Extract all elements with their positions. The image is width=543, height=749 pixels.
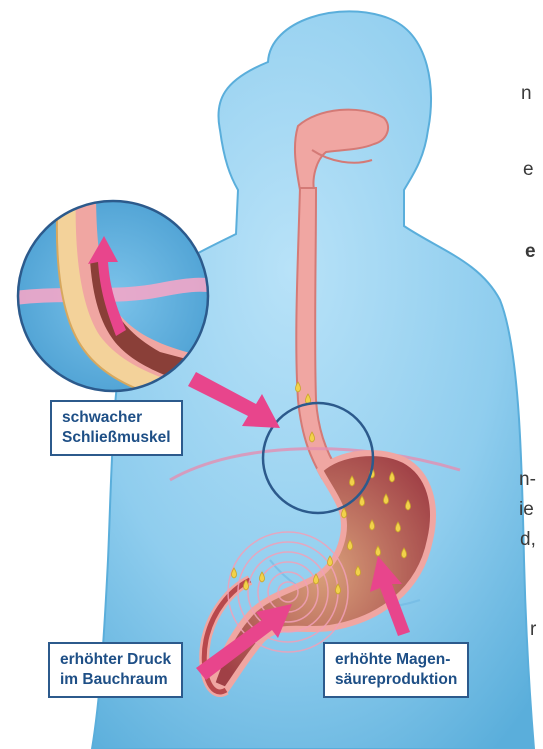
label-acid-production: erhöhte Magen- säureproduktion [323, 642, 469, 698]
label-line: säureproduktion [335, 670, 457, 690]
text-fragment: n- [519, 470, 536, 489]
label-line: im Bauchraum [60, 670, 171, 690]
label-line: erhöhte Magen- [335, 650, 457, 670]
label-line: erhöhter Druck [60, 650, 171, 670]
label-weak-sphincter: schwacher Schließmuskel [50, 400, 183, 456]
label-abdominal-pressure: erhöhter Druck im Bauchraum [48, 642, 183, 698]
text-fragment: r [530, 620, 536, 639]
text-fragment: ie [519, 500, 534, 519]
label-line: schwacher [62, 408, 171, 428]
text-fragment: d, [520, 530, 536, 549]
text-fragment: e [523, 160, 534, 179]
text-fragment: n [521, 84, 532, 103]
text-fragment: e [525, 242, 536, 261]
label-line: Schließmuskel [62, 428, 171, 448]
